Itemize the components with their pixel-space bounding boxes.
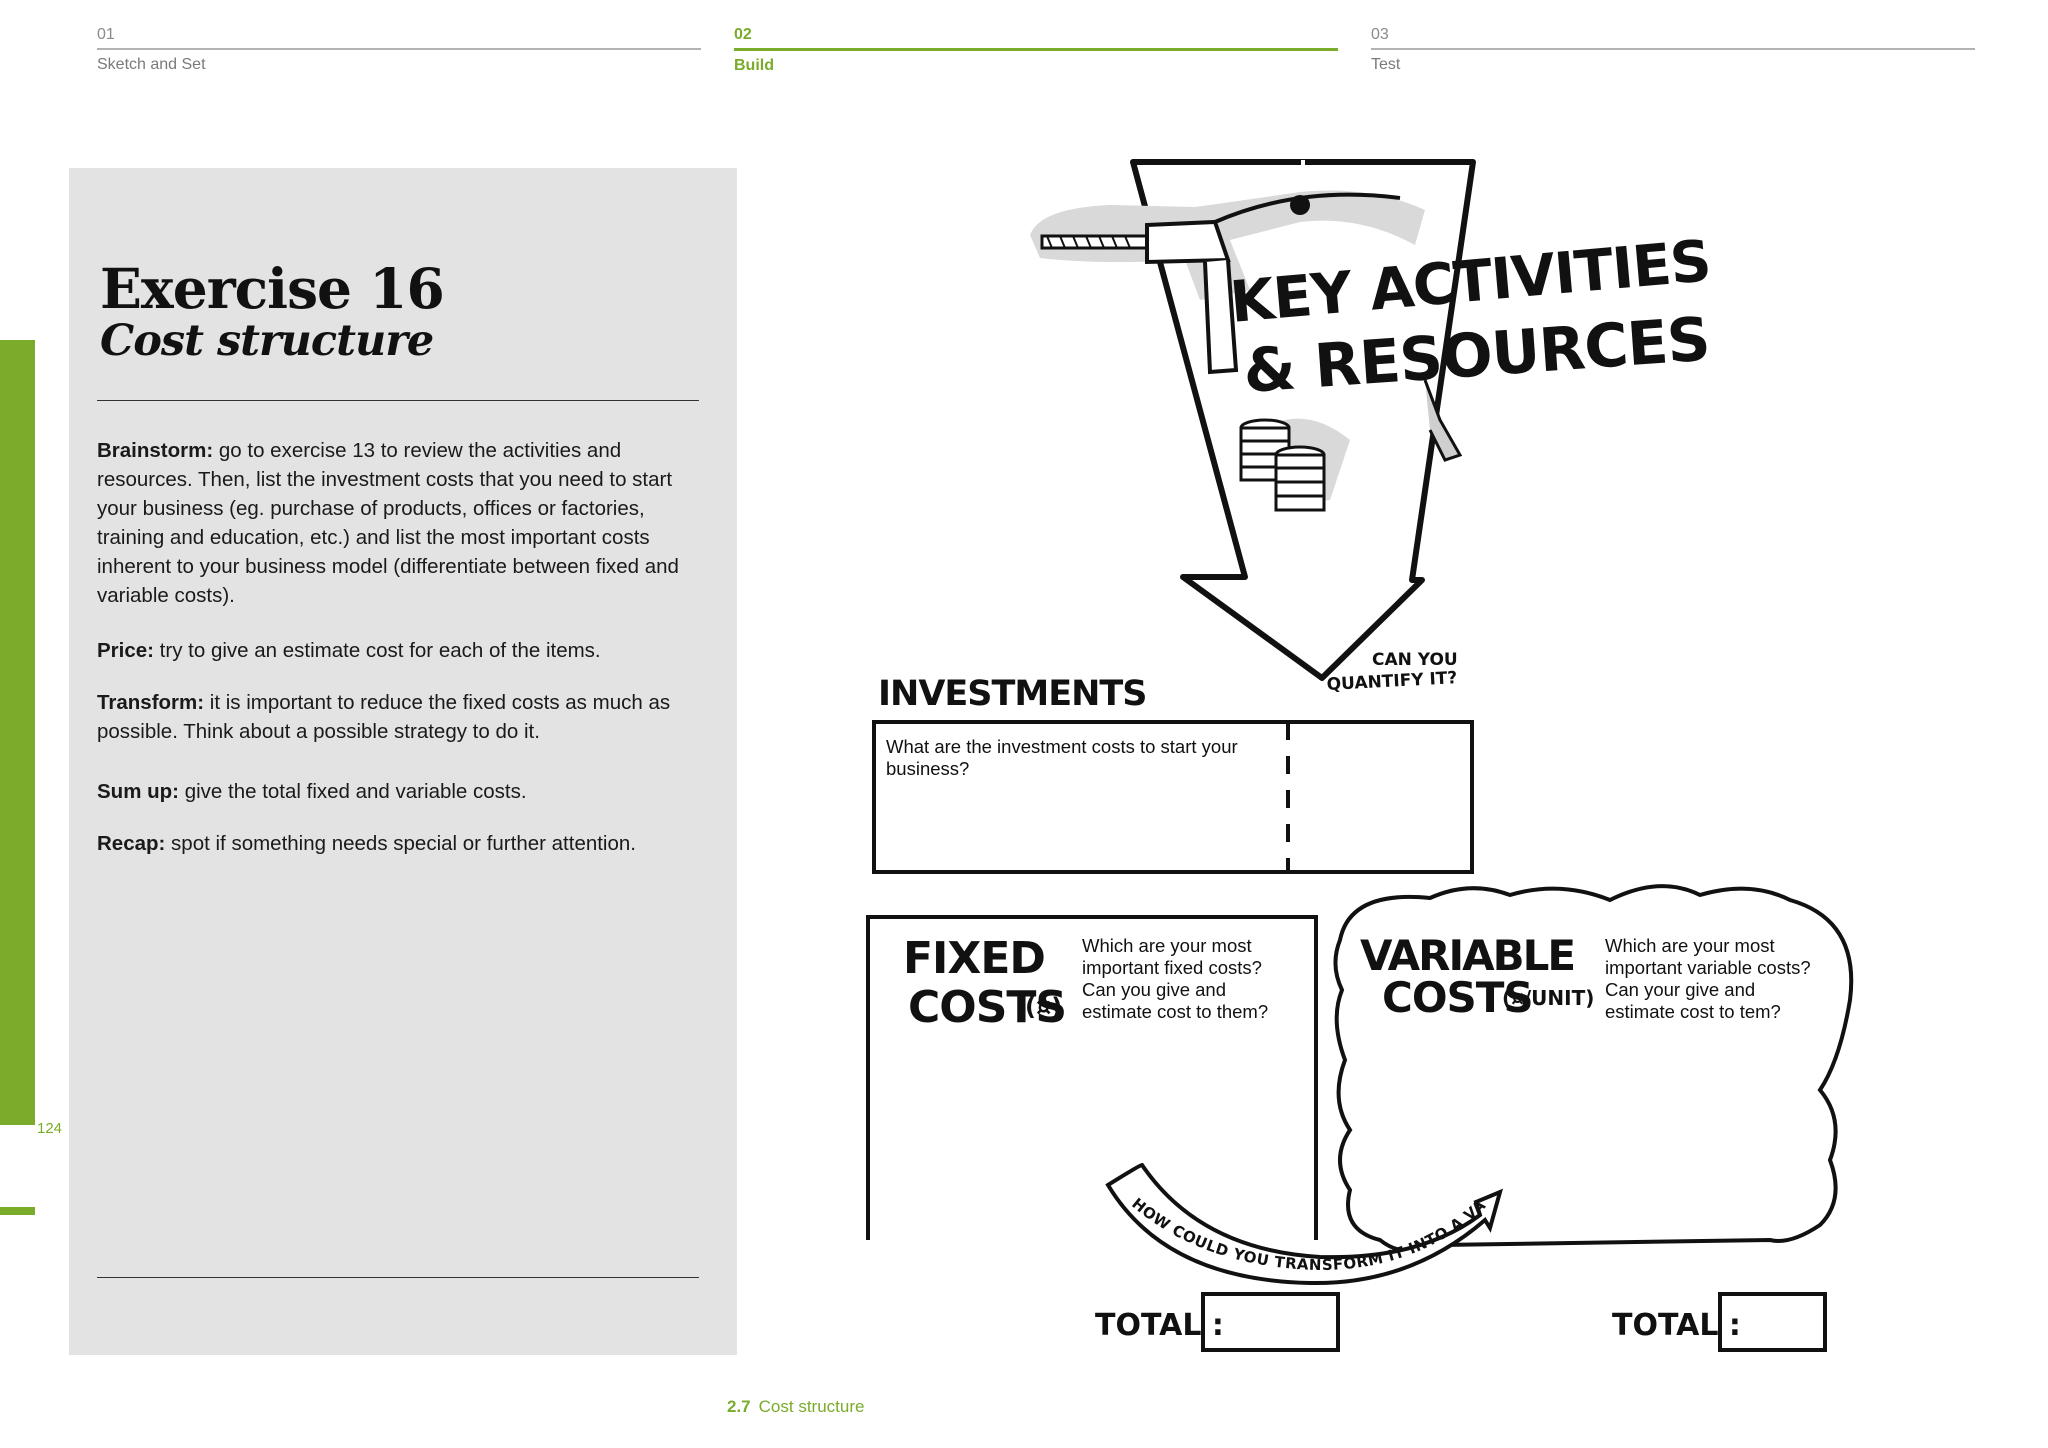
instruction-head: Transform: (97, 691, 205, 714)
instruction-brainstorm: Brainstorm: go to exercise 13 to review … (97, 436, 707, 610)
fixed-costs-label: FIXED COSTS (¤) (903, 933, 1067, 1033)
exercise-panel (69, 168, 737, 1355)
page-number: 124 (37, 1120, 63, 1137)
instruction-text: it is important to reduce the fixed cost… (97, 691, 671, 743)
instruction-head: Sum up: (97, 780, 179, 803)
side-accent-tick (0, 1207, 35, 1215)
svg-text:COSTS: COSTS (908, 982, 1066, 1033)
divider (97, 400, 699, 401)
svg-text:(¤/UNIT): (¤/UNIT) (1502, 986, 1594, 1010)
variable-costs-label: VARIABLE COSTS (¤/UNIT) (1360, 931, 1594, 1022)
svg-text:VARIABLE: VARIABLE (1360, 931, 1574, 980)
fixed-costs-prompt: Which are your most important fixed cost… (1082, 935, 1269, 1022)
step-build: 02 Build (734, 24, 1338, 75)
svg-text:FIXED: FIXED (903, 933, 1045, 984)
instruction-price: Price: try to give an estimate cost for … (97, 636, 707, 665)
step-test: 03 Test (1371, 24, 1975, 74)
svg-text:COSTS: COSTS (1382, 973, 1533, 1022)
variable-costs-prompt: Which are your most important variable c… (1605, 935, 1811, 1022)
step-number: 03 (1371, 26, 1389, 43)
instruction-sum-up: Sum up: give the total fixed and variabl… (97, 777, 707, 806)
quantify-label-line2: QUANTIFY IT? (1326, 668, 1458, 695)
instruction-text: spot if something needs special or furth… (165, 832, 636, 855)
footer-section-title: Cost structure (758, 1397, 865, 1416)
instruction-head: Price: (97, 639, 154, 662)
step-number: 02 (734, 26, 752, 43)
svg-text:(¤): (¤) (1025, 993, 1062, 1021)
footer: 2.7 Cost structure (727, 1397, 864, 1417)
coins-icon (1239, 418, 1350, 512)
variable-total: TOTAL : (1612, 1292, 1827, 1352)
variable-costs-cloud (1333, 884, 1854, 1254)
step-rule (734, 48, 1338, 51)
investments-prompt: What are the investment costs to start y… (886, 736, 1238, 779)
fixed-costs-box (866, 915, 1318, 1240)
investments-label: INVESTMENTS (878, 674, 1147, 714)
quantify-label-line1: CAN YOU (1372, 650, 1458, 670)
instruction-transform: Transform: it is important to reduce the… (97, 688, 677, 746)
drill-icon (1030, 190, 1463, 462)
instruction-text: go to exercise 13 to review the activiti… (97, 439, 679, 607)
step-label: Build (734, 57, 774, 74)
instruction-head: Recap: (97, 832, 166, 855)
divider (97, 1277, 699, 1278)
instruction-recap: Recap: spot if something needs special o… (97, 829, 707, 858)
step-sketch-and-set: 01 Sketch and Set (97, 24, 701, 74)
fixed-total: TOTAL : (1095, 1292, 1340, 1352)
step-number: 01 (97, 26, 115, 43)
step-rule (97, 48, 701, 50)
instruction-head: Brainstorm: (97, 439, 214, 462)
instruction-text: give the total fixed and variable costs. (179, 780, 527, 803)
investments-box (872, 720, 1474, 874)
step-rule (1371, 48, 1975, 50)
step-label: Test (1371, 56, 1401, 73)
step-label: Sketch and Set (97, 56, 206, 73)
instruction-text: try to give an estimate cost for each of… (153, 639, 601, 662)
footer-section-number: 2.7 (727, 1397, 751, 1416)
exercise-title: Exercise 16 (100, 256, 445, 321)
exercise-subtitle: Cost structure (100, 316, 434, 366)
cost-structure-worksheet: KEY ACTIVITIES & RESOURCES INVESTMENTS C… (780, 150, 1854, 1352)
side-accent-bar (0, 340, 35, 1125)
